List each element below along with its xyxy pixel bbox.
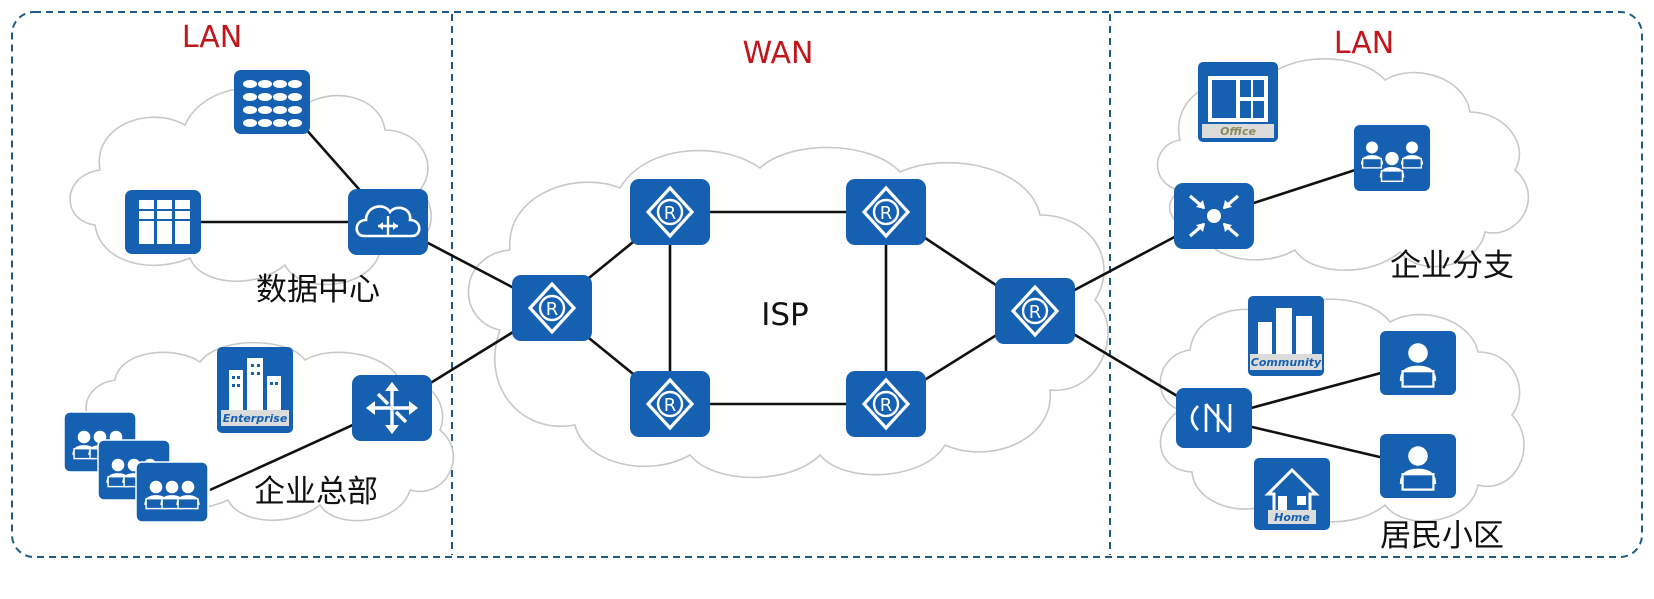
office-icon: Office [1198,62,1278,142]
site-label-isp: ISP [761,297,809,333]
router-edge-left: R [512,275,592,341]
house-icon: Home [1254,458,1330,530]
access-switch-icon [1176,388,1252,448]
router-label: R [1029,302,1042,323]
site-label-branch: 企业分支 [1390,248,1514,284]
zone-label-wan: WAN [743,36,814,71]
site-label-headquarters: 企业总部 [254,474,378,510]
router-top-right: R [846,179,926,245]
router-label: R [664,203,677,224]
user-icon-1 [1380,331,1456,395]
user-group-icon-branch [1354,125,1430,191]
router-label: R [880,395,893,416]
router-bottom-left: R [630,371,710,437]
cloud-isp [467,146,1109,479]
user-icon-2 [1380,434,1456,498]
firewall-icon [1174,183,1254,249]
core-switch-icon [352,375,432,441]
building-icon: Enterprise [217,347,293,433]
router-bottom-right: R [846,371,926,437]
office-tag: Office [1220,125,1256,138]
router-label: R [880,203,893,224]
user-group-icon-hq [63,411,209,523]
zone-label-lan-left: LAN [182,20,242,55]
storage-icon [234,70,310,134]
router-edge-right: R [995,278,1075,344]
router-top-left: R [630,179,710,245]
server-icon [125,190,201,254]
cloud-switch-icon [348,189,428,255]
building-tag-community: Community [1251,356,1322,369]
house-tag: Home [1274,511,1310,524]
site-label-residential: 居民小区 [1380,518,1504,554]
router-label: R [664,395,677,416]
building-icon-community: Community [1248,296,1324,376]
site-label-data-center: 数据中心 [256,272,380,308]
router-label: R [546,299,559,320]
zone-label-lan-right: LAN [1334,26,1394,61]
network-border [11,11,1643,558]
building-tag-enterprise: Enterprise [223,412,288,425]
